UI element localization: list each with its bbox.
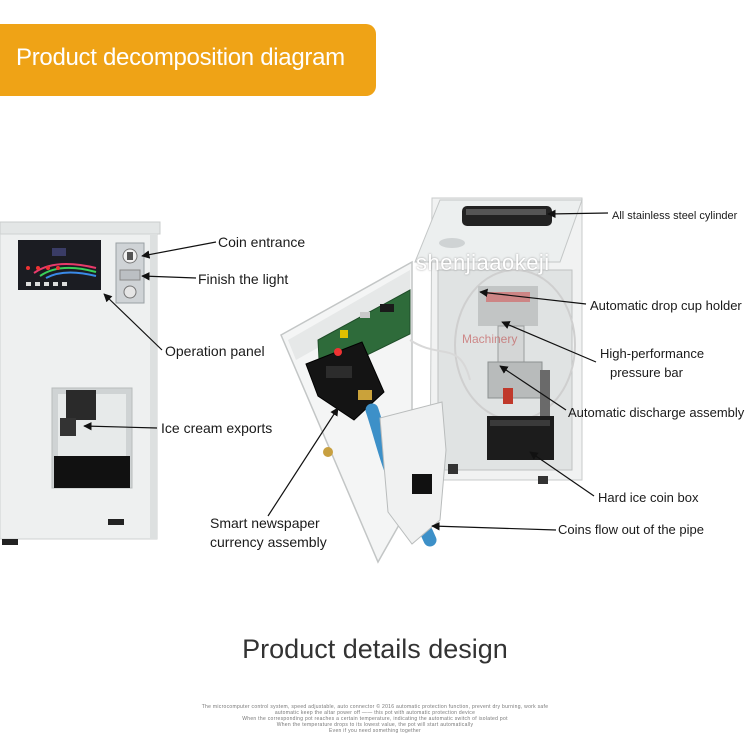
fine-print-3: When the corresponding pot reaches a cer… xyxy=(242,716,508,722)
label-operation-panel: Operation panel xyxy=(165,343,265,359)
label-stainless-cylinder: All stainless steel cylinder xyxy=(612,210,738,222)
watermark: shenjiaaokeji xyxy=(416,250,550,275)
label-smart-newspaper-2: currency assembly xyxy=(210,534,327,550)
label-ice-cream-exports: Ice cream exports xyxy=(161,420,273,436)
label-smart-newspaper-1: Smart newspaper xyxy=(210,515,320,531)
details-title: Product details design xyxy=(242,634,508,664)
label-discharge-assembly: Automatic discharge assembly xyxy=(568,405,745,420)
banner-title: Product decomposition diagram xyxy=(16,44,345,71)
label-coin-entrance: Coin entrance xyxy=(218,234,306,250)
fine-print-2: automatic keep the altar power off —— th… xyxy=(274,710,476,716)
fine-print-1: The microcomputer control system, speed … xyxy=(201,704,549,710)
callout-arrows xyxy=(83,209,609,531)
label-drop-cup-holder: Automatic drop cup holder xyxy=(590,298,742,313)
label-pressure-bar-1: High-performance xyxy=(600,346,705,361)
fine-print-5: Even if you need something together xyxy=(329,728,421,734)
left-machine xyxy=(0,221,161,545)
watermark-inner: Machinery xyxy=(462,332,518,346)
fine-print-4: When the temperature drops to its lowest… xyxy=(276,722,474,728)
section-banner: Product decomposition diagram xyxy=(0,24,376,96)
right-machine xyxy=(280,197,583,564)
label-pressure-bar-2: pressure bar xyxy=(610,365,683,380)
label-coin-box: Hard ice coin box xyxy=(598,490,699,505)
label-coins-flow: Coins flow out of the pipe xyxy=(558,522,704,537)
label-finish-light: Finish the light xyxy=(198,271,289,287)
